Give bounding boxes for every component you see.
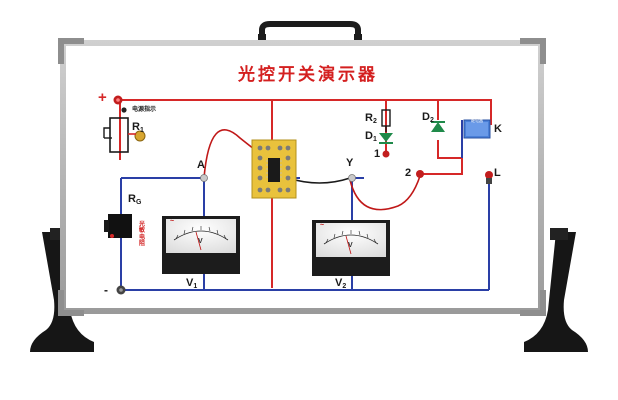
label-d1: D1: [365, 130, 377, 144]
label-2: 2: [405, 167, 412, 179]
label-r1-sub: 1: [139, 127, 144, 134]
label-1: 1: [374, 148, 381, 160]
label-l: L: [494, 167, 501, 179]
label-a: A: [197, 159, 205, 171]
terminal-2: [416, 170, 424, 178]
label-d2: D2: [422, 111, 434, 125]
stand-right: [524, 228, 588, 352]
photoresistor: [104, 214, 132, 238]
chip-board: [251, 139, 297, 199]
meter-v1: [162, 216, 240, 274]
terminal-y: [348, 174, 356, 182]
label-d1-sub: 1: [372, 136, 377, 143]
label-v1-main: V: [186, 277, 194, 289]
board-title: 光控开关演示器: [238, 65, 378, 85]
label-v1: V1: [186, 277, 198, 291]
terminal-plus: [113, 95, 123, 105]
diode-d2: [431, 121, 445, 132]
label-d2-sub: 2: [429, 117, 434, 124]
label-r1-main: R: [132, 121, 140, 133]
label-plus: +: [98, 89, 107, 106]
relay-k: [463, 119, 491, 139]
label-rg-sub: G: [135, 199, 142, 206]
label-v1-sub: 1: [193, 283, 198, 290]
terminal-minus: [116, 285, 126, 295]
label-r2-sub: 2: [372, 118, 377, 125]
label-rg-main: R: [128, 193, 136, 205]
meter-v1-unit: V: [198, 238, 203, 245]
label-y: Y: [346, 157, 354, 169]
diode-d1: [379, 126, 393, 144]
label-k: K: [494, 123, 502, 135]
meter-v2-logo: ~: [320, 222, 325, 229]
label-v2-main: V: [335, 277, 343, 289]
label-r2: R2: [365, 112, 377, 126]
label-rg: RG: [128, 193, 142, 207]
terminal-l: [485, 171, 493, 184]
label-v2: V2: [335, 277, 347, 291]
potentiometer-r1: [103, 117, 146, 153]
power-indicator-label: 电源指示: [132, 106, 157, 113]
meter-v1-logo: ~: [170, 218, 175, 225]
meter-v2-unit: V: [348, 242, 353, 249]
label-d2-main: D: [422, 111, 430, 123]
label-d1-main: D: [365, 130, 373, 142]
photoresistor-label: 光敏电阻: [139, 221, 146, 247]
relay-label: 继电器: [471, 118, 483, 123]
label-v2-sub: 2: [342, 283, 347, 290]
label-r1: R1: [132, 121, 144, 135]
label-r2-main: R: [365, 112, 373, 124]
meter-v2: [312, 220, 390, 276]
terminal-1: [382, 150, 390, 158]
terminal-a: [200, 174, 208, 182]
label-minus: -: [104, 283, 108, 297]
carry-handle: [258, 21, 362, 44]
